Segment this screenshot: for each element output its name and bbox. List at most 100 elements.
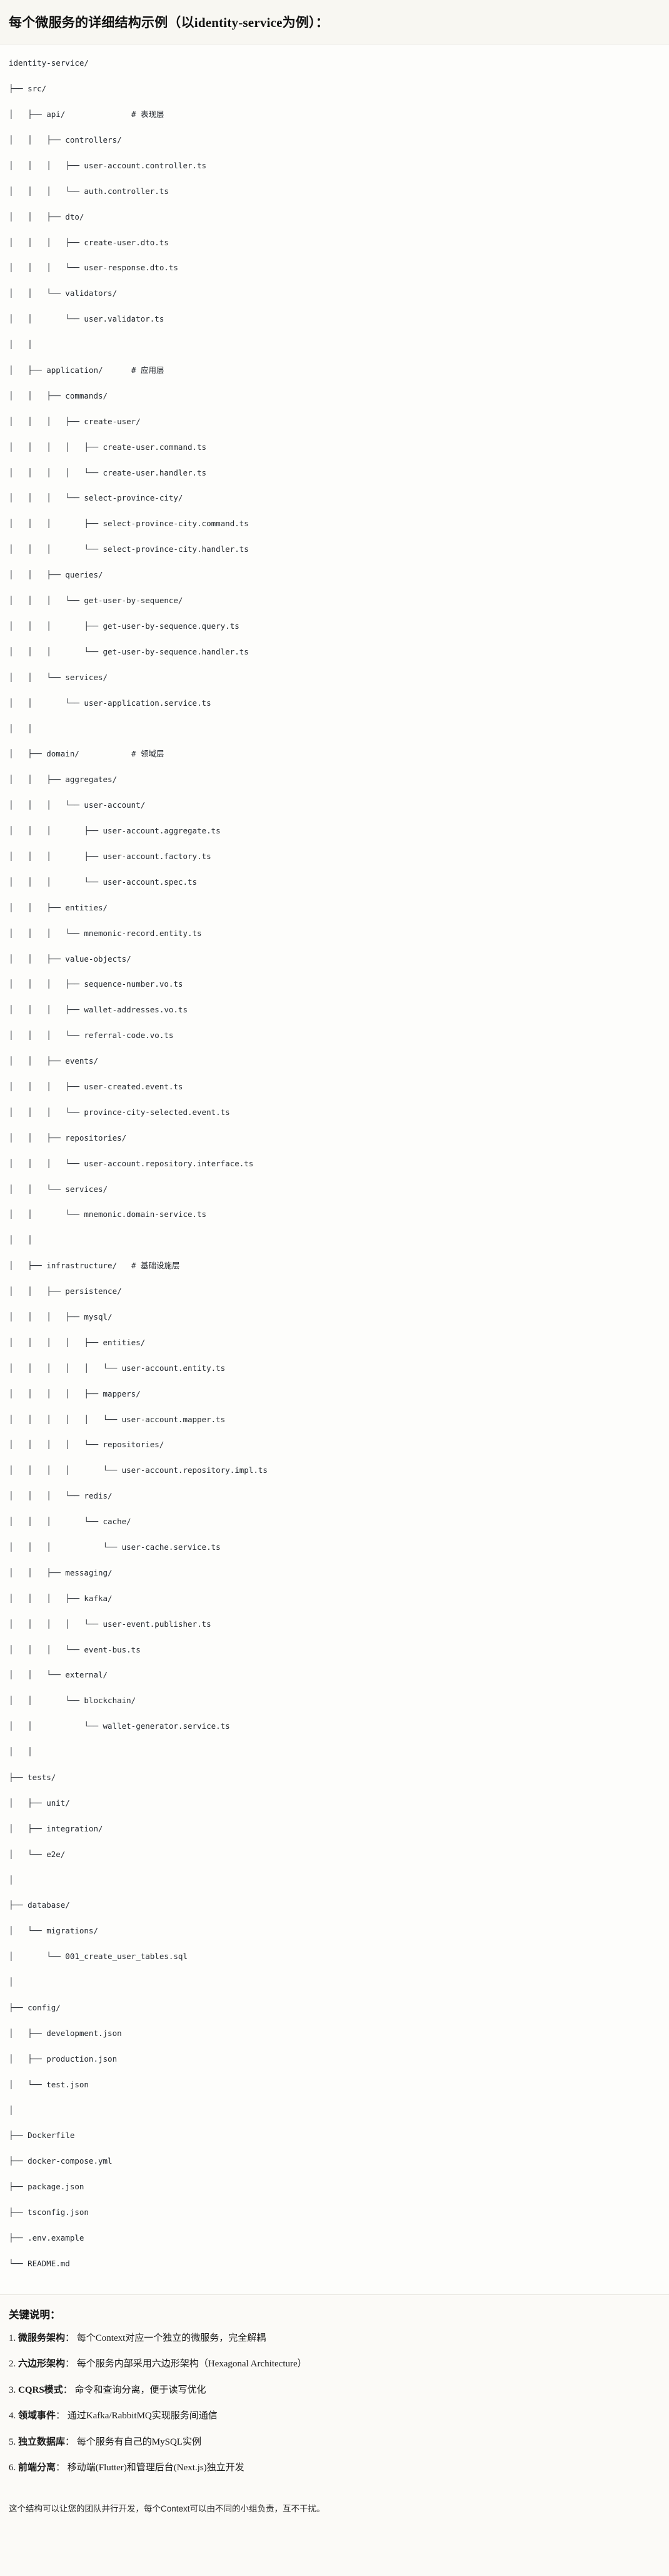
key-point-term: 微服务架构 (18, 2333, 66, 2343)
tree-row-text: │ ├── api/ (9, 109, 66, 120)
tree-row-text: │ │ │ └── province-city-selected.event.t… (9, 1107, 230, 1117)
tree-row-text: │ └── e2e/ (9, 1849, 66, 1859)
key-point-description: 每个服务内部采用六边形架构（Hexagonal Architecture） (76, 2359, 307, 2370)
key-point-item: 6. 前端分离： 移动端(Flutter)和管理后台(Next.js)独立开发 (9, 2461, 660, 2475)
tree-row-text: │ │ │ ├── user-account.factory.ts (9, 851, 211, 861)
tree-row: │ │ │ ├── wallet-addresses.vo.ts (9, 1004, 660, 1016)
tree-row-text: │ │ │ ├── create-user.dto.ts (9, 237, 169, 247)
tree-row: │ │ │ │ ├── entities/ (9, 1336, 660, 1349)
tree-row: ├── config/ (9, 2002, 660, 2014)
tree-row: │ │ │ └── mnemonic-record.entity.ts (9, 927, 660, 940)
tree-row-comment: # 应用层 (131, 365, 164, 375)
tree-row: │ └── migrations/ (9, 1925, 660, 1937)
tree-row: │ └── test.json (9, 2079, 660, 2091)
tree-row-text: │ │ └── external/ (9, 1670, 108, 1680)
tree-row: identity-service/ (9, 57, 660, 69)
tree-row-text: │ │ │ ├── create-user/ (9, 416, 141, 426)
key-point-item: 4. 领域事件： 通过Kafka/RabbitMQ实现服务间通信 (9, 2409, 660, 2423)
tree-row: ├── tests/ (9, 1771, 660, 1784)
tree-row: │ │ │ │ │ └── user-account.entity.ts (9, 1362, 660, 1375)
tree-row: │ │ │ ├── user-account.aggregate.ts (9, 825, 660, 837)
tree-row-text: │ │ ├── repositories/ (9, 1133, 127, 1143)
tree-row: │ ├── application/# 应用层 (9, 364, 660, 377)
tree-row-text: │ │ │ ├── get-user-by-sequence.query.ts (9, 621, 239, 631)
tree-row-text: │ │ │ │ └── repositories/ (9, 1440, 164, 1450)
tree-row-text: │ │ │ └── get-user-by-sequence.handler.t… (9, 646, 249, 656)
key-point-separator: ： (65, 2359, 75, 2370)
page-title: 每个微服务的详细结构示例（以identity-service为例）： (9, 15, 329, 30)
tree-row: │ │ │ └── auth.controller.ts (9, 185, 660, 198)
key-point-separator: ： (56, 2463, 66, 2473)
tree-row-text: │ │ ├── controllers/ (9, 135, 122, 145)
key-point-description: 每个服务有自己的MySQL实例 (76, 2436, 201, 2447)
tree-row: │ (9, 2104, 660, 2117)
tree-row-text: │ │ ├── events/ (9, 1056, 98, 1066)
tree-row-text: ├── docker-compose.yml (9, 2156, 113, 2166)
tree-row: │ │ ├── dto/ (9, 211, 660, 223)
tree-row: │ │ ├── value-objects/ (9, 953, 660, 965)
key-point-number: 2. (9, 2359, 16, 2370)
tree-row: │ │ │ │ └── repositories/ (9, 1438, 660, 1451)
key-point-term: 独立数据库 (18, 2436, 66, 2447)
tree-row: │ │ └── user-application.service.ts (9, 697, 660, 710)
tree-row: │ ├── integration/ (9, 1823, 660, 1835)
tree-row: │ │ │ └── user-response.dto.ts (9, 262, 660, 274)
tree-row-text: ├── src/ (9, 84, 47, 94)
tree-row-text: ├── Dockerfile (9, 2131, 75, 2141)
key-point-term: 前端分离 (18, 2463, 56, 2473)
tree-row: │ │ │ └── user-account.repository.interf… (9, 1158, 660, 1170)
key-point-description: 通过Kafka/RabbitMQ实现服务间通信 (67, 2411, 218, 2421)
tree-row: │ │ ├── controllers/ (9, 134, 660, 146)
tree-row-text: │ │ │ │ └── user-account.repository.impl… (9, 1465, 268, 1475)
tree-row-text: ├── package.json (9, 2182, 84, 2192)
tree-row-text: │ │ │ ├── user-account.aggregate.ts (9, 826, 221, 836)
tree-row-text: ├── database/ (9, 1900, 70, 1910)
tree-row-text: ├── tsconfig.json (9, 2207, 89, 2217)
tree-row-text: │ │ (9, 1747, 33, 1757)
tree-row: │ │ │ └── select-province-city.handler.t… (9, 543, 660, 556)
tree-row: │ ├── infrastructure/# 基础设施层 (9, 1260, 660, 1272)
tree-row-text: │ │ ├── aggregates/ (9, 775, 118, 785)
tree-row: │ │ │ ├── user-account.controller.ts (9, 160, 660, 172)
key-point-term: CQRS模式 (18, 2385, 63, 2395)
tree-row: │ │ │ │ └── create-user.handler.ts (9, 467, 660, 479)
tree-row: │ │ │ └── cache/ (9, 1515, 660, 1528)
tree-row-text: │ │ │ └── user-account/ (9, 800, 146, 810)
key-point-term: 领域事件 (18, 2411, 56, 2421)
tree-row: │ │ │ │ ├── mappers/ (9, 1388, 660, 1400)
tree-row-text: │ │ ├── commands/ (9, 390, 108, 400)
tree-row-text: ├── tests/ (9, 1773, 56, 1783)
tree-row-text: │ │ (9, 723, 33, 733)
tree-row: │ │ └── user.validator.ts (9, 313, 660, 325)
tree-row-text: │ │ │ └── get-user-by-sequence/ (9, 596, 183, 606)
tree-row-text: │ └── 001_create_user_tables.sql (9, 1952, 188, 1962)
tree-row-text: │ │ └── services/ (9, 672, 108, 682)
tree-row-text: │ │ ├── dto/ (9, 211, 84, 221)
tree-row-text: │ └── migrations/ (9, 1926, 98, 1936)
tree-row-text: │ │ └── blockchain/ (9, 1696, 136, 1706)
key-point-description: 命令和查询分离，便于读写优化 (74, 2385, 206, 2395)
tree-row-text: │ │ │ └── mnemonic-record.entity.ts (9, 928, 202, 938)
tree-row-text: │ │ └── services/ (9, 1184, 108, 1194)
tree-row: └── README.md (9, 2258, 660, 2270)
tree-row: │ │ ├── queries/ (9, 569, 660, 581)
tree-row-text: │ │ └── wallet-generator.service.ts (9, 1721, 230, 1731)
tree-row-text: │ │ │ │ └── user-event.publisher.ts (9, 1619, 211, 1629)
tree-row: │ │ │ └── redis/ (9, 1490, 660, 1502)
tree-row: │ ├── domain/# 领域层 (9, 748, 660, 760)
tree-row: │ │ └── services/ (9, 1183, 660, 1196)
tree-row-text: │ │ │ │ │ └── user-account.mapper.ts (9, 1414, 226, 1424)
tree-row: ├── database/ (9, 1899, 660, 1912)
tree-row-text: │ │ │ │ │ └── user-account.entity.ts (9, 1363, 226, 1373)
tree-row: │ │ │ ├── sequence-number.vo.ts (9, 978, 660, 990)
tree-row: │ │ │ │ │ └── user-account.mapper.ts (9, 1413, 660, 1426)
tree-row-text: │ │ │ └── user-cache.service.ts (9, 1542, 221, 1552)
tree-row: │ └── e2e/ (9, 1848, 660, 1861)
key-point-item: 3. CQRS模式： 命令和查询分离，便于读写优化 (9, 2383, 660, 2398)
tree-row-text: │ │ │ │ ├── mappers/ (9, 1388, 141, 1398)
key-point-number: 6. (9, 2463, 16, 2473)
tree-row: │ (9, 1976, 660, 1988)
tree-row: │ └── 001_create_user_tables.sql (9, 1950, 660, 1963)
tree-row: │ │ (9, 1746, 660, 1758)
